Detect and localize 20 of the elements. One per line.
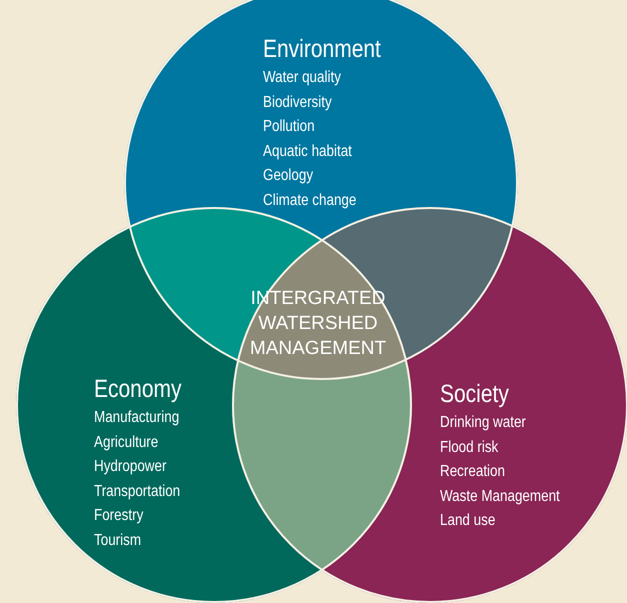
list-item: Land use bbox=[440, 511, 496, 531]
list-item: Waste Management bbox=[440, 486, 560, 506]
list-item: Pollution bbox=[263, 117, 315, 137]
list-item: Hydropower bbox=[94, 457, 166, 477]
list-item: Water quality bbox=[263, 68, 341, 88]
list-item: Flood risk bbox=[440, 438, 498, 458]
list-item: Recreation bbox=[440, 462, 505, 482]
circle-heading: Society bbox=[440, 379, 509, 409]
list-item: Transportation bbox=[94, 482, 180, 502]
circle-heading: Economy bbox=[94, 374, 182, 404]
list-item: Agriculture bbox=[94, 432, 158, 452]
list-item: Manufacturing bbox=[94, 408, 180, 428]
list-item: Forestry bbox=[94, 506, 144, 526]
list-item: Tourism bbox=[94, 530, 142, 550]
list-item: Drinking water bbox=[440, 413, 526, 433]
circle-heading: Environment bbox=[263, 34, 381, 64]
list-item: Biodiversity bbox=[263, 92, 332, 112]
list-item: Aquatic habitat bbox=[263, 142, 352, 162]
list-item: Climate change bbox=[263, 190, 356, 210]
list-item: Geology bbox=[263, 166, 314, 186]
